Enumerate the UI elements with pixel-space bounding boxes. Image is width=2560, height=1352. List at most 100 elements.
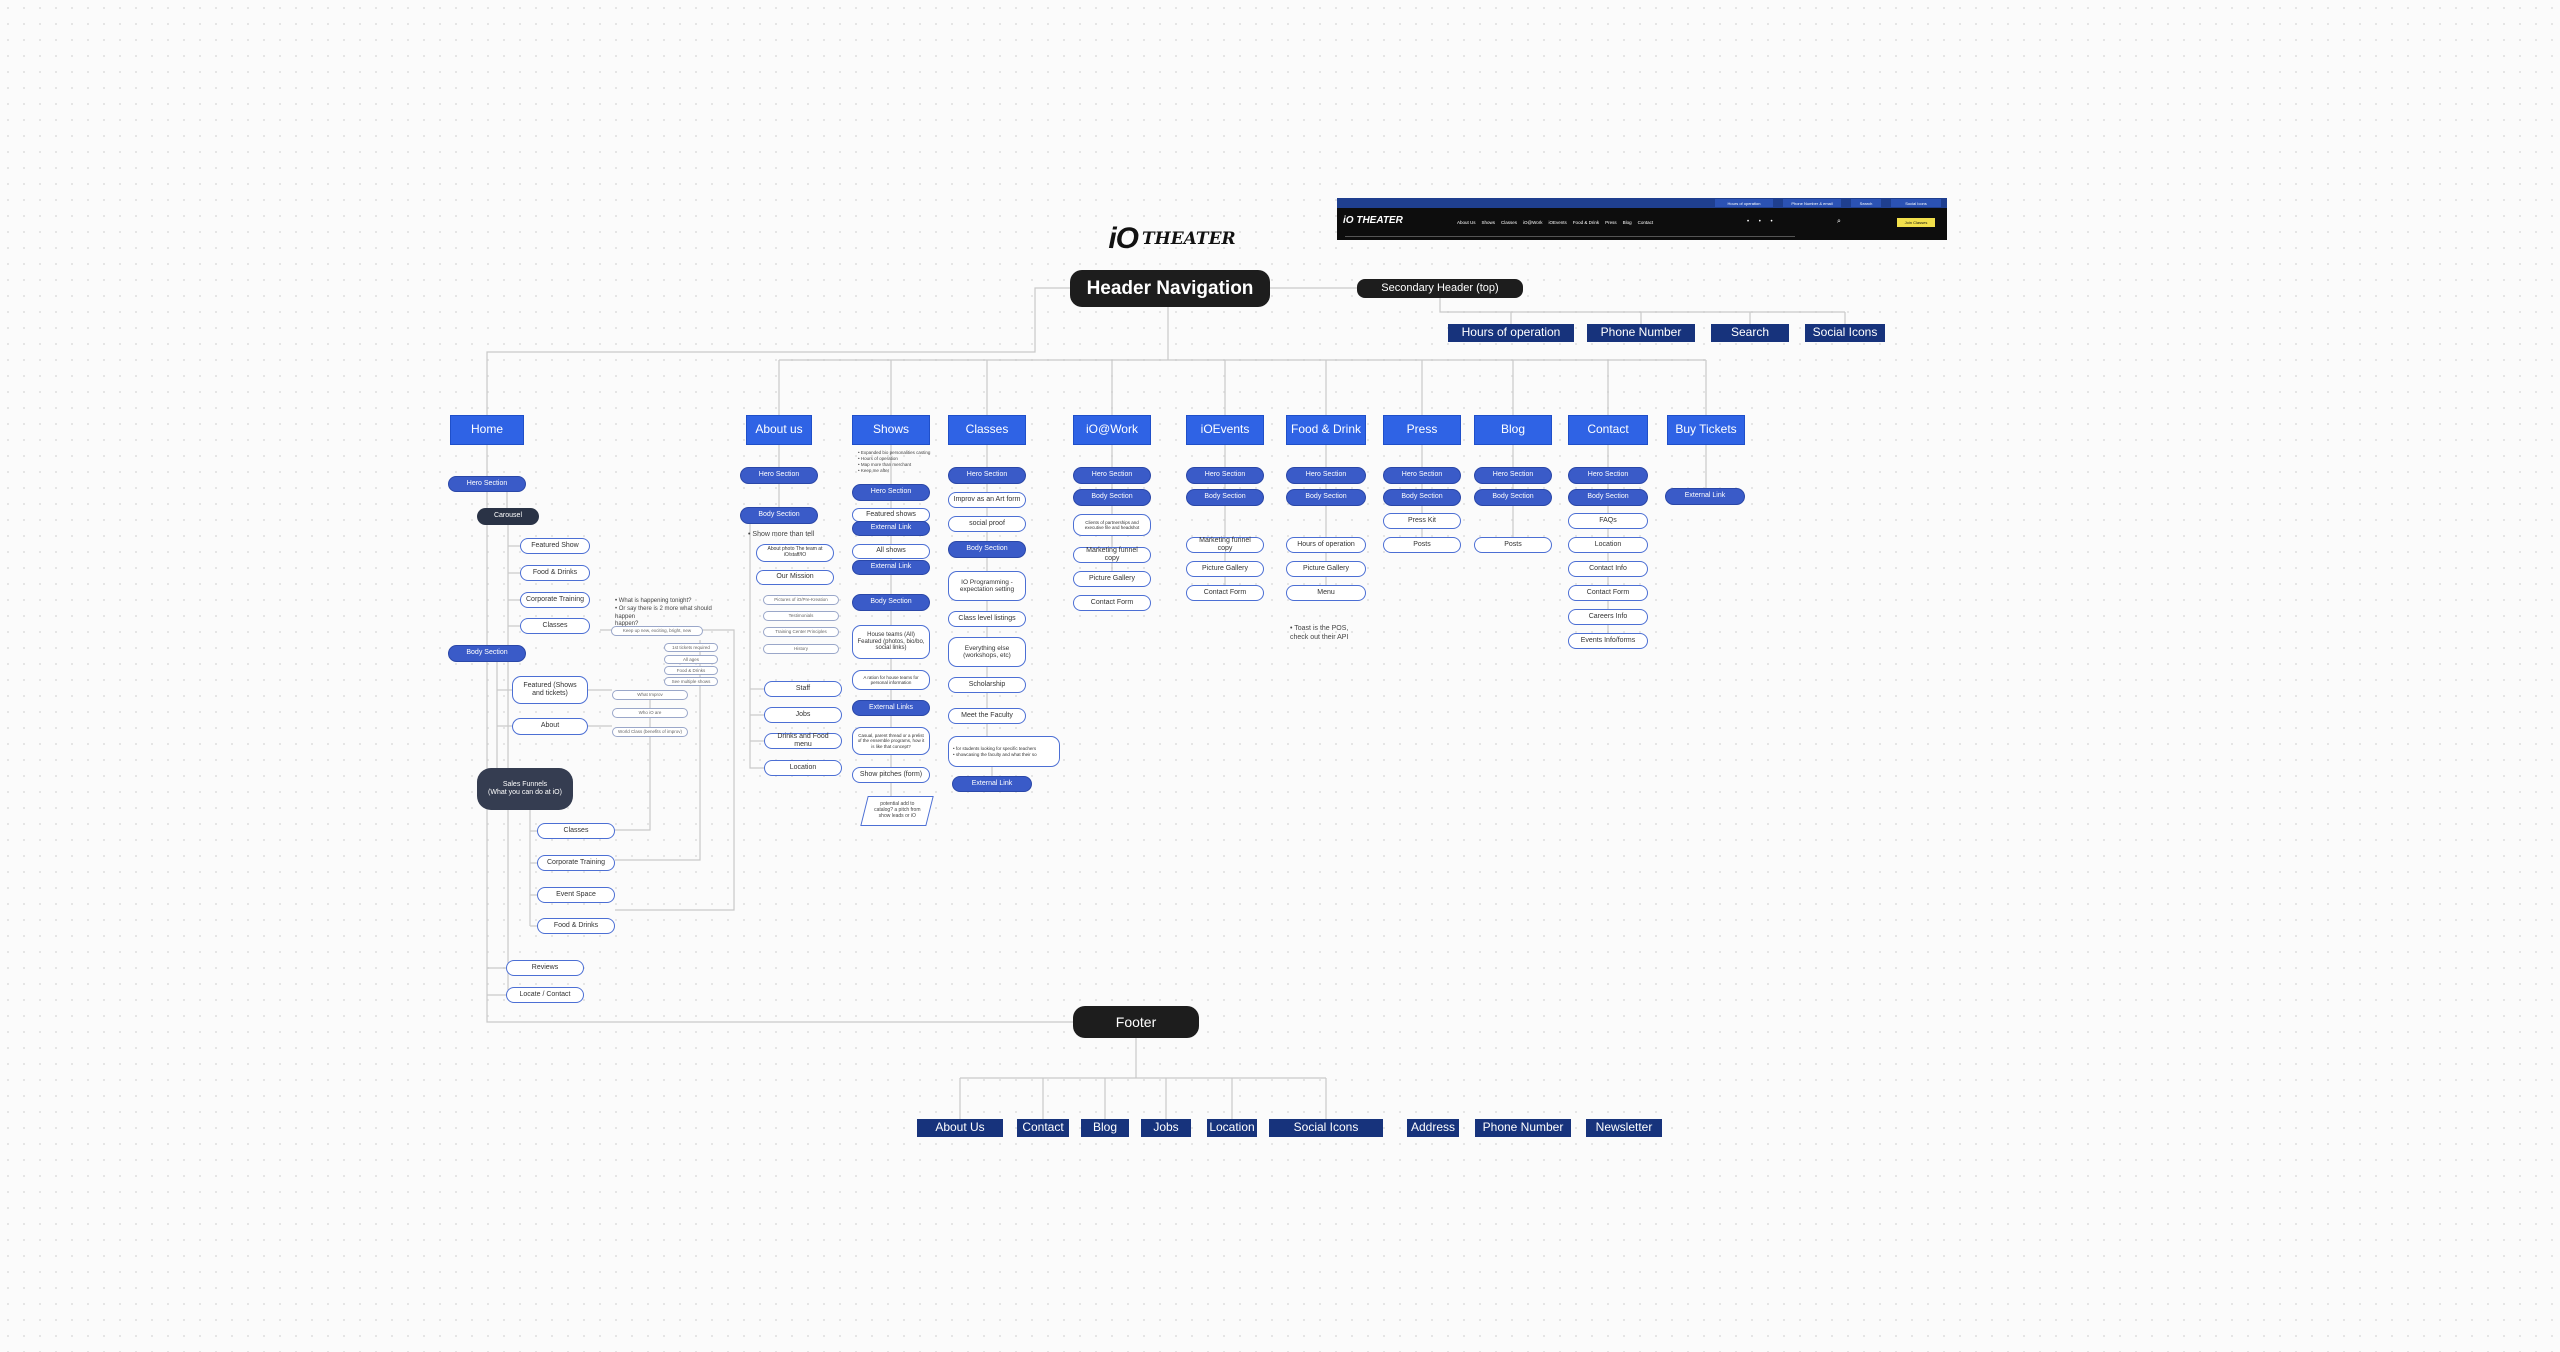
column-io-events[interactable]: iOEvents <box>1186 415 1264 445</box>
press-body-section[interactable]: Body Section <box>1383 489 1461 506</box>
work-marketing-copy[interactable]: Marketing funnel copy <box>1073 547 1151 563</box>
food-hero-section[interactable]: Hero Section <box>1286 467 1366 484</box>
column-io-work[interactable]: iO@Work <box>1073 415 1151 445</box>
classes-scholarship[interactable]: Scholarship <box>948 677 1026 693</box>
classes-external-link[interactable]: External Link <box>952 776 1032 792</box>
secondary-search-node[interactable]: Search <box>1711 324 1789 342</box>
home-carousel-item[interactable]: Food & Drinks <box>520 565 590 581</box>
food-menu[interactable]: Menu <box>1286 585 1366 601</box>
home-funnel-item[interactable]: Corporate Training <box>537 855 615 871</box>
home-reviews[interactable]: Reviews <box>506 960 584 976</box>
about-hero-section[interactable]: Hero Section <box>740 467 818 484</box>
about-drinks-food[interactable]: Drinks and Food menu <box>764 733 842 749</box>
footer-location[interactable]: Location <box>1207 1119 1257 1137</box>
home-funnel-item[interactable]: Event Space <box>537 887 615 903</box>
contact-form[interactable]: Contact Form <box>1568 585 1648 601</box>
about-staff[interactable]: Staff <box>764 681 842 697</box>
about-photo-box[interactable]: About photo The team at iO/staff/IO <box>756 544 834 562</box>
events-contact-form[interactable]: Contact Form <box>1186 585 1264 601</box>
footer-about-us[interactable]: About Us <box>917 1119 1003 1137</box>
footer-contact[interactable]: Contact <box>1017 1119 1069 1137</box>
home-about[interactable]: About <box>512 718 588 735</box>
footer-address[interactable]: Address <box>1407 1119 1459 1137</box>
tickets-external-link[interactable]: External Link <box>1665 488 1745 505</box>
classes-class-level[interactable]: Class level listings <box>948 611 1026 627</box>
shows-show-pitches[interactable]: Show pitches (form) <box>852 767 930 783</box>
events-body-section[interactable]: Body Section <box>1186 489 1264 506</box>
header-navigation-node[interactable]: Header Navigation <box>1070 270 1270 307</box>
classes-meet-faculty[interactable]: Meet the Faculty <box>948 708 1026 724</box>
press-hero-section[interactable]: Hero Section <box>1383 467 1461 484</box>
classes-everything-else[interactable]: Everything else (workshops, etc) <box>948 637 1026 667</box>
secondary-header-node[interactable]: Secondary Header (top) <box>1357 279 1523 298</box>
events-marketing-copy[interactable]: Marketing funnel copy <box>1186 537 1264 553</box>
column-about-us[interactable]: About us <box>746 415 812 445</box>
work-hero-section[interactable]: Hero Section <box>1073 467 1151 484</box>
events-hero-section[interactable]: Hero Section <box>1186 467 1264 484</box>
home-carousel-item[interactable]: Featured Show <box>520 538 590 554</box>
home-body-section[interactable]: Body Section <box>448 645 526 662</box>
classes-social-proof[interactable]: social proof <box>948 516 1026 532</box>
work-body-section[interactable]: Body Section <box>1073 489 1151 506</box>
events-picture-gallery[interactable]: Picture Gallery <box>1186 561 1264 577</box>
secondary-phone-node[interactable]: Phone Number <box>1587 324 1695 342</box>
shows-house-teams[interactable]: House teams (All) Featured (photos, bio/… <box>852 625 930 659</box>
contact-body-section[interactable]: Body Section <box>1568 489 1648 506</box>
classes-body-section[interactable]: Body Section <box>948 541 1026 558</box>
classes-students-note[interactable]: • for students looking for specific teac… <box>948 736 1060 767</box>
about-jobs[interactable]: Jobs <box>764 707 842 723</box>
home-featured-shows[interactable]: Featured (Shows and tickets) <box>512 676 588 704</box>
press-posts[interactable]: Posts <box>1383 537 1461 553</box>
classes-io-programming[interactable]: IO Programming - expectation setting <box>948 571 1026 601</box>
shows-casual-note[interactable]: Casual, parent thread or a prelist of th… <box>852 727 930 755</box>
home-funnel-item[interactable]: Classes <box>537 823 615 839</box>
about-location[interactable]: Location <box>764 760 842 776</box>
food-hours[interactable]: Hours of operation <box>1286 537 1366 553</box>
blog-hero-section[interactable]: Hero Section <box>1474 467 1552 484</box>
contact-careers-info[interactable]: Careers Info <box>1568 609 1648 625</box>
contact-info[interactable]: Contact Info <box>1568 561 1648 577</box>
home-sales-funnels[interactable]: Sales Funnels (What you can do at iO) <box>477 768 573 810</box>
work-picture-gallery[interactable]: Picture Gallery <box>1073 571 1151 587</box>
classes-hero-section[interactable]: Hero Section <box>948 467 1026 484</box>
footer-newsletter[interactable]: Newsletter <box>1586 1119 1662 1137</box>
footer-node[interactable]: Footer <box>1073 1006 1199 1038</box>
shows-external-link-2[interactable]: External Link <box>852 560 930 575</box>
food-body-section[interactable]: Body Section <box>1286 489 1366 506</box>
home-carousel-item[interactable]: Classes <box>520 618 590 634</box>
home-carousel-item[interactable]: Corporate Training <box>520 592 590 608</box>
column-contact[interactable]: Contact <box>1568 415 1648 445</box>
footer-jobs[interactable]: Jobs <box>1141 1119 1191 1137</box>
column-buy-tickets[interactable]: Buy Tickets <box>1667 415 1745 445</box>
about-body-section[interactable]: Body Section <box>740 507 818 524</box>
contact-hero-section[interactable]: Hero Section <box>1568 467 1648 484</box>
food-picture-gallery[interactable]: Picture Gallery <box>1286 561 1366 577</box>
contact-location[interactable]: Location <box>1568 537 1648 553</box>
home-locate-contact[interactable]: Locate / Contact <box>506 987 584 1003</box>
footer-phone-number[interactable]: Phone Number <box>1475 1119 1571 1137</box>
shows-house-sub[interactable]: A ration for house teams for personal in… <box>852 670 930 690</box>
secondary-social-node[interactable]: Social Icons <box>1805 324 1885 342</box>
press-press-kit[interactable]: Press Kit <box>1383 513 1461 529</box>
shows-all-shows[interactable]: All shows <box>852 544 930 559</box>
shows-external-links[interactable]: External Links <box>852 700 930 716</box>
footer-social-icons[interactable]: Social Icons <box>1269 1119 1383 1137</box>
blog-posts[interactable]: Posts <box>1474 537 1552 553</box>
column-home[interactable]: Home <box>450 415 524 445</box>
shows-body-section[interactable]: Body Section <box>852 594 930 611</box>
home-carousel[interactable]: Carousel <box>477 508 539 525</box>
footer-blog[interactable]: Blog <box>1081 1119 1129 1137</box>
home-hero-section[interactable]: Hero Section <box>448 476 526 492</box>
shows-hero-section[interactable]: Hero Section <box>852 484 930 501</box>
blog-body-section[interactable]: Body Section <box>1474 489 1552 506</box>
column-blog[interactable]: Blog <box>1474 415 1552 445</box>
column-press[interactable]: Press <box>1383 415 1461 445</box>
shows-external-link[interactable]: External Link <box>852 521 930 536</box>
column-shows[interactable]: Shows <box>852 415 930 445</box>
work-clients-note[interactable]: Clients of partnerships and executive fi… <box>1073 514 1151 536</box>
contact-events-info[interactable]: Events Info/forms <box>1568 633 1648 649</box>
shows-featured-shows[interactable]: Featured shows <box>852 508 930 522</box>
work-contact-form[interactable]: Contact Form <box>1073 595 1151 611</box>
column-food-drink[interactable]: Food & Drink <box>1286 415 1366 445</box>
home-funnel-item[interactable]: Food & Drinks <box>537 918 615 934</box>
